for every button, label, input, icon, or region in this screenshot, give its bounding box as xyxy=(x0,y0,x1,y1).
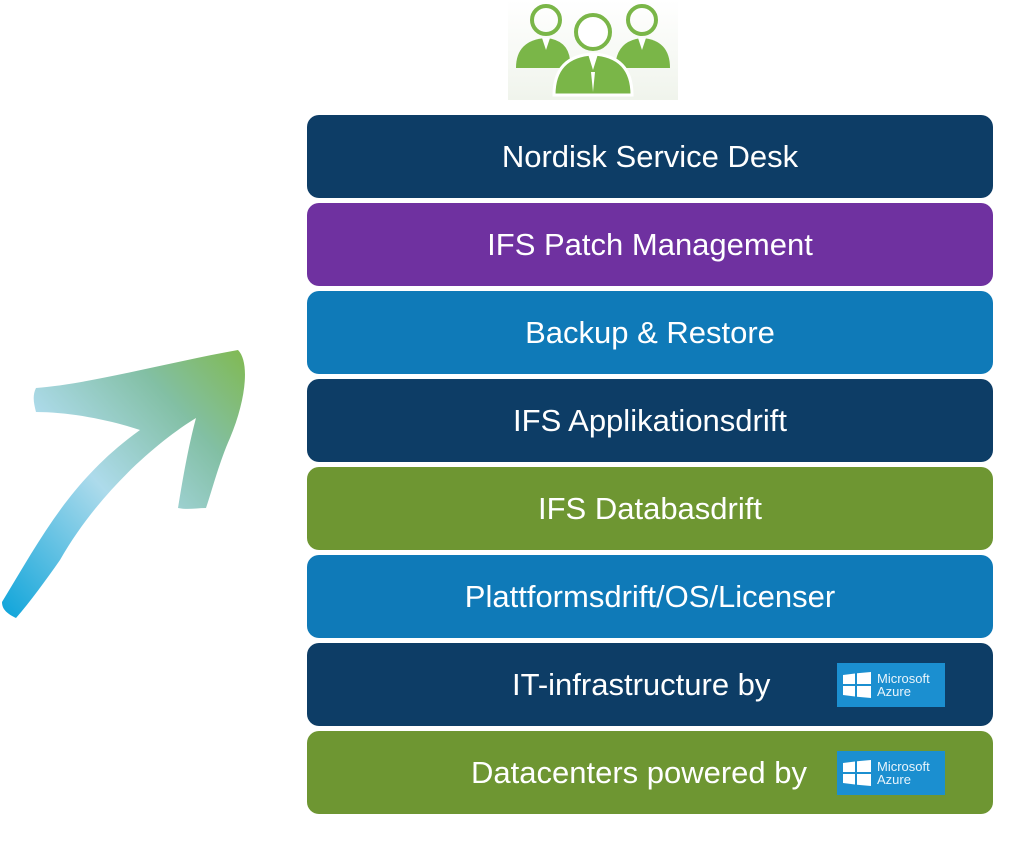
people-group-icon xyxy=(508,0,678,100)
layer-label: Datacenters powered by xyxy=(471,754,808,790)
layer-label: Backup & Restore xyxy=(525,314,775,350)
layer-ifs-databasdrift: IFS Databasdrift xyxy=(307,467,993,550)
layer-datacenters: Datacenters powered by Microsoft Azure xyxy=(307,731,993,814)
layer-ifs-applikationsdrift: IFS Applikationsdrift xyxy=(307,379,993,462)
layer-label: Plattformsdrift/OS/Licenser xyxy=(464,578,836,614)
azure-logo-line1: Microsoft xyxy=(877,759,930,774)
layer-ifs-patch-management: IFS Patch Management xyxy=(307,203,993,286)
azure-logo-line2: Azure xyxy=(877,772,911,787)
layer-it-infrastructure: IT-infrastructure by Microsoft Azure xyxy=(307,643,993,726)
layer-label: IFS Applikationsdrift xyxy=(513,402,787,438)
windows-icon xyxy=(843,672,871,698)
layer-nordisk-service-desk: Nordisk Service Desk xyxy=(307,115,993,198)
layer-plattformsdrift: Plattformsdrift/OS/Licenser xyxy=(307,555,993,638)
windows-icon xyxy=(843,760,871,786)
service-layer-stack: Nordisk Service Desk IFS Patch Managemen… xyxy=(307,115,993,819)
layer-label: IFS Patch Management xyxy=(487,226,813,262)
layer-label: IT-infrastructure by xyxy=(512,666,771,702)
layer-label: Nordisk Service Desk xyxy=(501,138,799,174)
azure-logo-line1: Microsoft xyxy=(877,671,930,686)
microsoft-azure-logo: Microsoft Azure xyxy=(837,663,945,707)
azure-logo-line2: Azure xyxy=(877,684,911,699)
layer-label: IFS Databasdrift xyxy=(538,490,762,526)
microsoft-azure-logo: Microsoft Azure xyxy=(837,751,945,795)
upward-brush-arrow-icon xyxy=(2,350,245,618)
layer-backup-restore: Backup & Restore xyxy=(307,291,993,374)
